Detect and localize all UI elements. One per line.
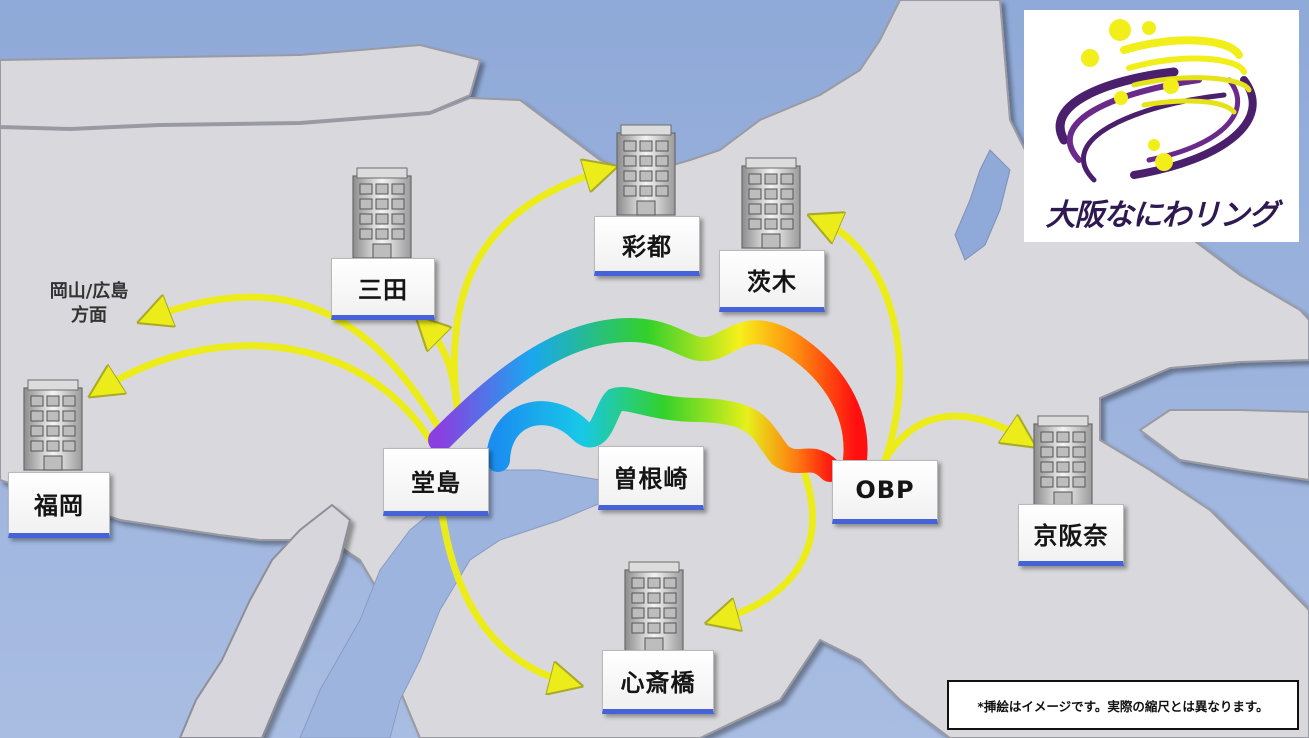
arrow-to-okayama [150, 293, 444, 434]
building-sanda-icon [352, 167, 412, 259]
label-fukuoka: 福岡 [8, 472, 110, 538]
northwest-land [0, 43, 482, 130]
building-fukuoka-icon [23, 379, 83, 471]
building-saito-icon [616, 124, 676, 216]
arrow-to-shinsaibashi-from-obp [718, 471, 816, 620]
region-okayama-hiroshima: 岡山/広島 方面 [24, 280, 154, 328]
logo: 大阪なにわリング [1024, 10, 1299, 242]
arrow-to-ibaraki [820, 220, 904, 464]
logo-text: 大阪なにわリング [1045, 198, 1279, 233]
label-shinsaibashi: 心斎橋 [602, 650, 714, 714]
building-keihanna-icon [1033, 415, 1093, 507]
arrow-to-fukuoka [100, 342, 434, 444]
ring-inner-route [486, 387, 842, 482]
label-obp: OBP [832, 460, 938, 524]
logo-ring-icon [1055, 19, 1257, 183]
disclaimer-note: *挿絵はイメージです。実際の縮尺とは異なります。 [947, 680, 1299, 730]
arrow-to-shinsaibashi [436, 496, 570, 683]
label-keihanna: 京阪奈 [1018, 504, 1124, 566]
building-shinsaibashi-icon [624, 561, 684, 653]
lake [954, 149, 1011, 261]
label-sonezaki: 曽根崎 [598, 446, 704, 510]
label-sanda: 三田 [331, 258, 435, 320]
label-ibaraki: 茨木 [719, 250, 825, 312]
label-saito: 彩都 [594, 216, 700, 276]
region-line2: 方面 [71, 305, 107, 326]
east-ridge [1138, 409, 1309, 482]
ring-outer-route [428, 317, 868, 472]
label-dojima: 堂島 [383, 448, 489, 516]
awaji-island [178, 503, 352, 738]
arrow-to-keihanna [881, 412, 1025, 464]
region-line1: 岡山/広島 [49, 281, 129, 302]
building-ibaraki-icon [741, 157, 801, 249]
